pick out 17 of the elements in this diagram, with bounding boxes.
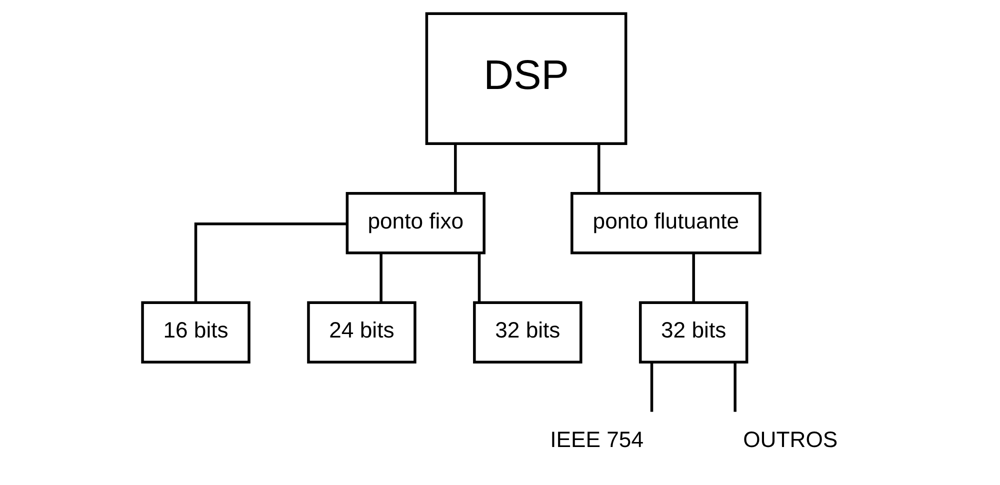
connector	[478, 253, 481, 303]
node-box: 24 bits	[307, 301, 416, 364]
node-box: 16 bits	[141, 301, 250, 364]
node-box: DSP	[425, 12, 628, 145]
connector	[598, 144, 600, 194]
node-box: 32 bits	[473, 301, 582, 364]
connector	[454, 144, 457, 194]
connector	[734, 362, 736, 412]
node-box: ponto flutuante	[570, 192, 762, 254]
connector	[194, 222, 347, 302]
node-text: IEEE 754	[550, 426, 644, 452]
node-box: ponto fixo	[346, 192, 486, 254]
node-box: 32 bits	[638, 301, 748, 364]
connector	[650, 362, 654, 412]
connector	[692, 253, 695, 303]
node-text: OUTROS	[743, 426, 838, 452]
connector	[380, 253, 382, 303]
